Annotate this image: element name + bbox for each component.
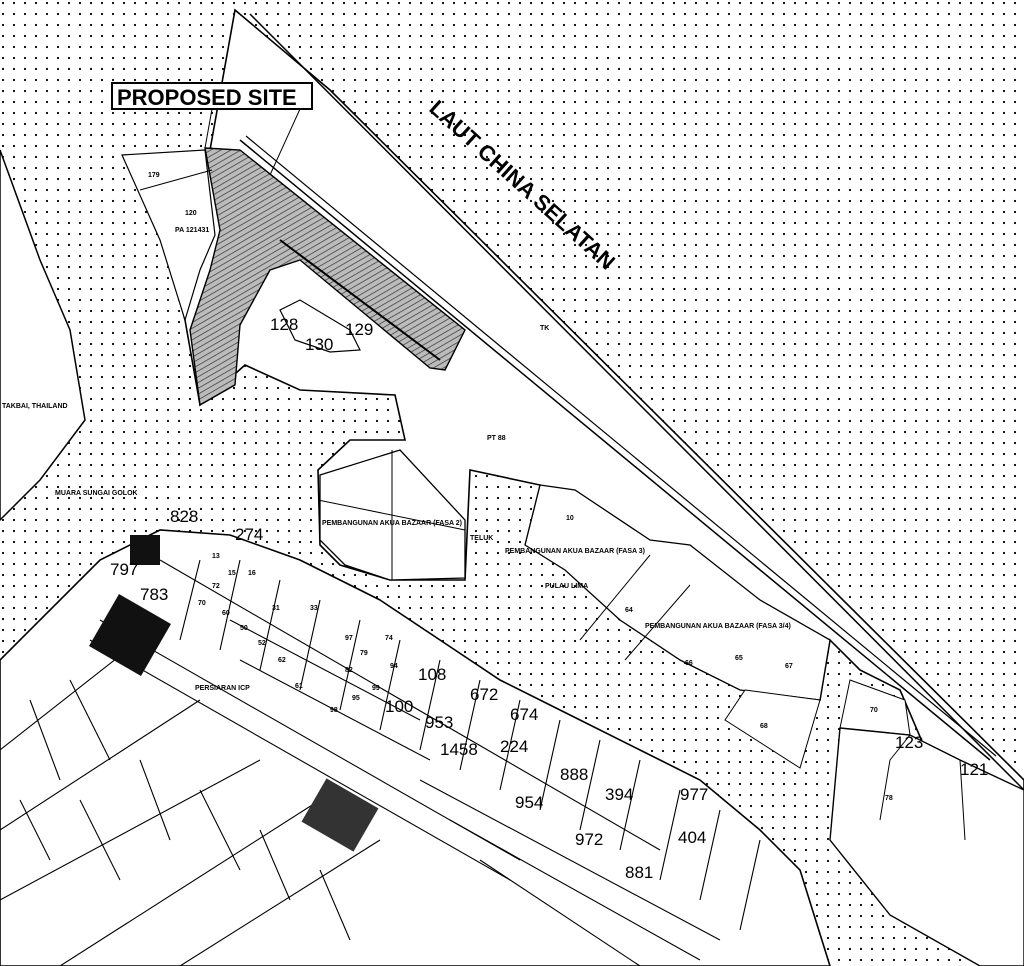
lot-number: 74 <box>385 635 393 642</box>
lot-number: 67 <box>785 663 793 670</box>
lot-number: 129 <box>345 320 373 339</box>
lot-number: 404 <box>678 828 706 847</box>
pulau-label: PULAU LIMA <box>545 583 588 590</box>
lot-number: 15 <box>228 570 236 577</box>
phase3-label: PEMBANGUNAN AKUA BAZAAR (FASA 3) <box>505 548 645 555</box>
lot-number: 828 <box>170 507 198 526</box>
lot-number: 274 <box>235 525 263 544</box>
lot-number: 224 <box>500 737 528 756</box>
land-town <box>0 529 831 966</box>
lot-number: 881 <box>625 863 653 882</box>
proposed-site-box <box>111 82 313 110</box>
lot-number: 128 <box>270 315 298 334</box>
lot-number: 108 <box>418 665 446 684</box>
lot-number: 977 <box>680 785 708 804</box>
lot-number: 62 <box>278 657 286 664</box>
lot-128-130-129 <box>279 299 361 353</box>
sea-label: LAUT CHINA SELATAN <box>425 95 620 274</box>
lot-number: 98 <box>330 707 338 714</box>
lot-number: 888 <box>560 765 588 784</box>
lot-number: 100 <box>385 697 413 716</box>
land-thailand <box>0 149 86 522</box>
lot-number: 130 <box>305 335 333 354</box>
lot-number: 68 <box>760 723 768 730</box>
building-block <box>89 594 171 676</box>
lot-number: 16 <box>248 570 256 577</box>
lot-number: 33 <box>310 605 318 612</box>
lot-number: 60 <box>222 610 230 617</box>
lot-number: 65 <box>735 655 743 662</box>
lot-number: 1458 <box>440 740 478 759</box>
lot-179-120 <box>121 149 216 323</box>
lot-number: 783 <box>140 585 168 604</box>
lot-number: 66 <box>685 660 693 667</box>
lot-number: 95 <box>352 695 360 702</box>
lot-number: 31 <box>272 605 280 612</box>
lot-number: 50 <box>240 625 248 632</box>
building-block <box>301 778 379 852</box>
lot-number: 13 <box>212 553 220 560</box>
site-lot: 179 <box>148 172 160 179</box>
phase34-label: PEMBANGUNAN AKUA BAZAAR (FASA 3/4) <box>645 623 791 630</box>
lot-number: 64 <box>625 607 633 614</box>
lot-68 <box>724 689 821 769</box>
river-mouth-label: MUARA SUNGAI GOLOK <box>55 490 138 497</box>
lot-number: 72 <box>212 583 220 590</box>
lot-number: 672 <box>470 685 498 704</box>
thailand-label: TAKBAI, THAILAND <box>2 403 68 410</box>
lot-number: 953 <box>425 713 453 732</box>
site-lot: 120 <box>185 210 197 217</box>
lot-number: 79 <box>360 650 368 657</box>
proposed-site-label: PROPOSED SITE <box>117 85 297 110</box>
building-block <box>130 535 160 565</box>
site-lot: PA 121431 <box>175 227 209 234</box>
lot-number: 121 <box>960 760 988 779</box>
lot-number: 70 <box>198 600 206 607</box>
lot-number: 52 <box>258 640 266 647</box>
lot-number: 99 <box>372 685 380 692</box>
lot-number: 10 <box>566 515 574 522</box>
lot-number: 78 <box>885 795 893 802</box>
lot-number: 674 <box>510 705 538 724</box>
pt-label: PT 88 <box>487 435 506 442</box>
teluk-label: TELUK <box>470 535 493 542</box>
persiaran-label: PERSIARAN ICP <box>195 685 250 692</box>
tk-label: TK <box>540 325 549 332</box>
lot-number: 94 <box>390 663 398 670</box>
lot-number: 82 <box>345 667 353 674</box>
town-parcels <box>0 559 761 966</box>
lot-number: 61 <box>295 683 303 690</box>
land-right <box>829 727 1024 966</box>
lot-number: 954 <box>515 793 543 812</box>
lot-number: 797 <box>110 560 138 579</box>
lot-number: 70 <box>870 707 878 714</box>
lot-number: 123 <box>895 733 923 752</box>
lot-number: 972 <box>575 830 603 849</box>
lot-number: 394 <box>605 785 633 804</box>
lot-number: 97 <box>345 635 353 642</box>
phase2-label: PEMBANGUNAN AKUA BAZAAR (FASA 2) <box>322 520 462 527</box>
